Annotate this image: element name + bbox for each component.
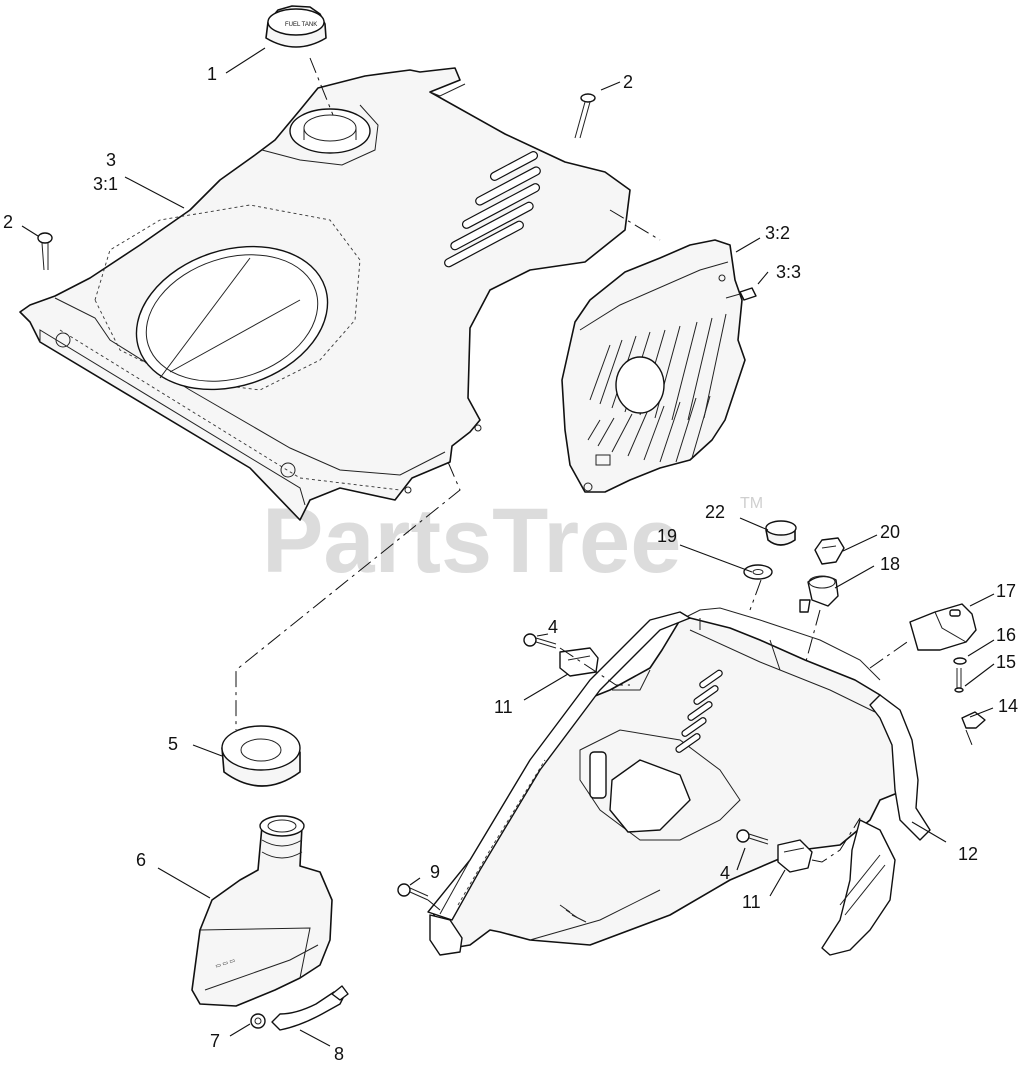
callout-2-top: 2 xyxy=(623,72,633,92)
part-15-screw[interactable] xyxy=(954,668,964,693)
partstree-watermark: PartsTree TM xyxy=(262,490,763,592)
part-3-top-shroud[interactable] xyxy=(19,67,631,521)
callout-9: 9 xyxy=(430,862,440,882)
part-16-washer[interactable] xyxy=(953,657,967,665)
watermark-trademark: TM xyxy=(740,495,763,512)
callout-4-upper: 4 xyxy=(548,617,558,637)
callout-14: 14 xyxy=(998,696,1018,716)
part-11-clip-lower[interactable] xyxy=(777,839,813,873)
part-9-bolt[interactable] xyxy=(397,883,429,901)
callout-5: 5 xyxy=(168,734,178,754)
part-14-clip[interactable] xyxy=(961,711,986,729)
watermark-text: PartsTree xyxy=(262,490,681,592)
callout-16: 16 xyxy=(996,625,1016,645)
callout-leader-lines xyxy=(21,47,995,1047)
part-3-2-side-panel[interactable] xyxy=(561,239,746,493)
part-17-handle-grip[interactable] xyxy=(909,603,977,651)
part-7-fitting[interactable] xyxy=(250,1013,266,1029)
callout-3-1: 3:1 xyxy=(93,174,118,194)
callout-labels: 1 2 2 3 3:1 3:2 3:3 4 4 5 6 7 8 9 11 11 … xyxy=(3,64,1018,1064)
callout-3-2: 3:2 xyxy=(765,223,790,243)
callout-8: 8 xyxy=(334,1044,344,1064)
callout-3-3: 3:3 xyxy=(776,262,801,282)
callout-11-lower: 11 xyxy=(742,892,761,912)
callout-15: 15 xyxy=(996,652,1016,672)
part-6-fuel-tank[interactable]: ▭ ▭ ▭ xyxy=(191,815,333,1007)
callout-2-left: 2 xyxy=(3,212,13,232)
part-1-fuel-cap[interactable]: FUEL TANK xyxy=(265,5,327,48)
part-5-grommet[interactable] xyxy=(221,725,301,787)
shroud-vent-slots xyxy=(444,151,541,268)
fuel-cap-label: FUEL TANK xyxy=(285,22,317,28)
callout-18: 18 xyxy=(880,554,900,574)
part-8-fuel-line[interactable] xyxy=(271,985,349,1031)
part-2-screw-top[interactable] xyxy=(574,93,596,139)
part-19-nut[interactable] xyxy=(743,564,773,580)
callout-20: 20 xyxy=(880,522,900,542)
callout-1: 1 xyxy=(207,64,217,84)
callout-7: 7 xyxy=(210,1031,220,1051)
assembly-phantom-lines xyxy=(235,57,973,911)
callout-17: 17 xyxy=(996,581,1016,601)
part-20-key[interactable] xyxy=(814,537,845,565)
callout-4-lower: 4 xyxy=(720,863,730,883)
part-2-screw-left[interactable] xyxy=(37,232,53,271)
callout-12: 12 xyxy=(958,844,978,864)
callout-6: 6 xyxy=(136,850,146,870)
part-4-bolt-upper[interactable] xyxy=(523,633,557,649)
callout-3: 3 xyxy=(106,150,116,170)
part-4-bolt-lower[interactable] xyxy=(736,829,769,845)
part-3-3-screw[interactable] xyxy=(725,287,757,301)
part-18-ignition-switch[interactable] xyxy=(799,575,839,613)
part-22-knob[interactable] xyxy=(765,520,797,546)
part-12-dash-panel[interactable] xyxy=(427,607,931,956)
callout-22: 22 xyxy=(705,502,725,522)
dash-vent-slots xyxy=(675,669,723,753)
callout-19: 19 xyxy=(657,526,677,546)
callout-11-upper: 11 xyxy=(494,697,513,717)
